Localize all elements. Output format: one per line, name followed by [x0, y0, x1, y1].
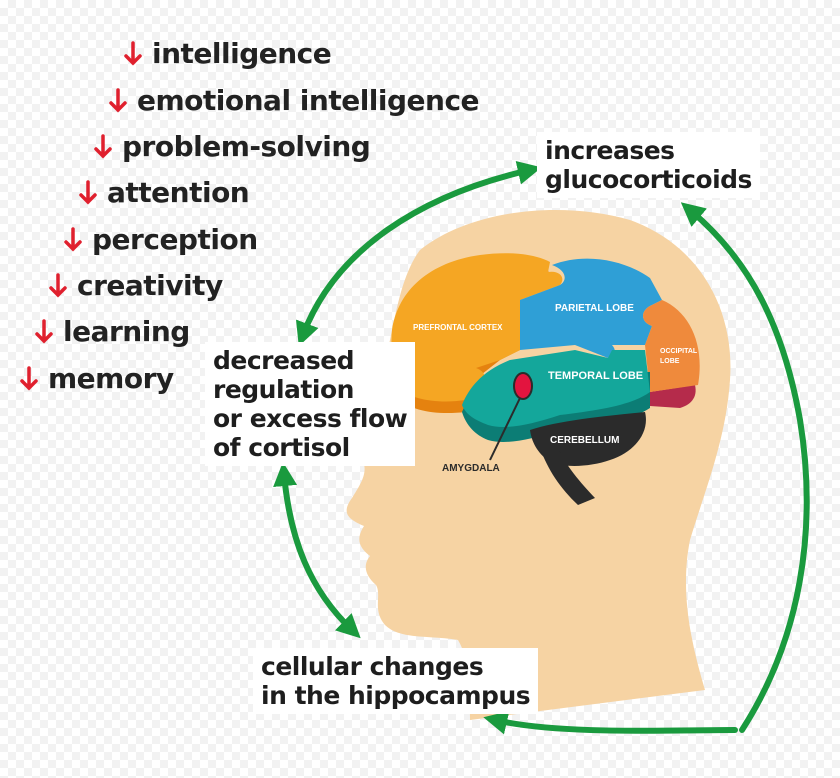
amygdala — [513, 372, 533, 400]
down-arrow-icon — [109, 88, 127, 113]
effect-label: memory — [48, 362, 174, 395]
cerebellum-label: CEREBELLUM — [550, 435, 620, 446]
down-arrow-icon — [79, 180, 97, 205]
effect-item-emotional-intelligence: emotional intelligence — [107, 84, 480, 117]
cycle-arrow-icon — [296, 160, 542, 347]
effect-label: intelligence — [152, 37, 332, 70]
brain-stem — [540, 448, 595, 505]
label-increases-glucocorticoids: increases glucocorticoids — [537, 132, 760, 198]
label-cellular-changes: cellular changes in the hippocampus — [253, 648, 539, 714]
effect-item-memory: memory — [18, 365, 174, 393]
down-arrow-icon — [20, 366, 38, 391]
parietal-lobe-label: PARIETAL LOBE — [555, 303, 634, 314]
amygdala-pointer — [489, 397, 521, 461]
effect-item-attention: attention — [77, 176, 250, 209]
cycle-arrow-icon — [273, 462, 361, 639]
effect-item-problem-solving: problem-solving — [92, 130, 371, 163]
cycle-arrow-icon — [680, 202, 810, 733]
down-arrow-icon — [49, 273, 67, 298]
effect-label: creativity — [77, 269, 223, 302]
effect-label: learning — [63, 315, 190, 348]
effect-label: attention — [107, 176, 250, 209]
prefrontal-cortex-label: PREFRONTAL CORTEX — [413, 323, 503, 332]
down-arrow-icon — [35, 319, 53, 344]
effect-label: perception — [92, 223, 258, 256]
parietal-lobe — [520, 258, 662, 358]
down-arrow-icon — [124, 41, 142, 66]
label-line: in the hippocampus — [261, 681, 531, 710]
effect-item-creativity: creativity — [47, 272, 223, 300]
label-decreased-regulation: decreased regulation or excess flow of c… — [205, 342, 416, 466]
cycle-arrow-icon — [483, 710, 738, 735]
down-arrow-icon — [64, 227, 82, 252]
occipital-lobe — [643, 300, 700, 392]
amygdala-label: AMYGDALA — [442, 463, 500, 474]
label-line: cellular changes — [261, 652, 484, 681]
effect-label: emotional intelligence — [137, 84, 480, 117]
effect-label: problem-solving — [122, 130, 371, 163]
occipital-lobe-dark — [650, 385, 696, 408]
label-line: glucocorticoids — [545, 165, 752, 194]
effect-item-learning: learning — [33, 318, 190, 346]
effect-item-perception: perception — [62, 226, 258, 254]
cycle-arrows — [273, 160, 810, 735]
occipital-lobe-label-2: LOBE — [660, 358, 680, 365]
label-line: decreased — [213, 346, 355, 375]
label-line: regulation — [213, 375, 354, 404]
down-arrow-icon — [94, 134, 112, 159]
label-line: increases — [545, 136, 675, 165]
temporal-lobe — [462, 350, 650, 427]
label-line: of cortisol — [213, 433, 350, 462]
effect-item-intelligence: intelligence — [122, 37, 332, 70]
label-line: or excess flow — [213, 404, 408, 433]
occipital-lobe-label-1: OCCIPITAL — [660, 348, 698, 355]
temporal-lobe-label: TEMPORAL LOBE — [548, 370, 644, 382]
